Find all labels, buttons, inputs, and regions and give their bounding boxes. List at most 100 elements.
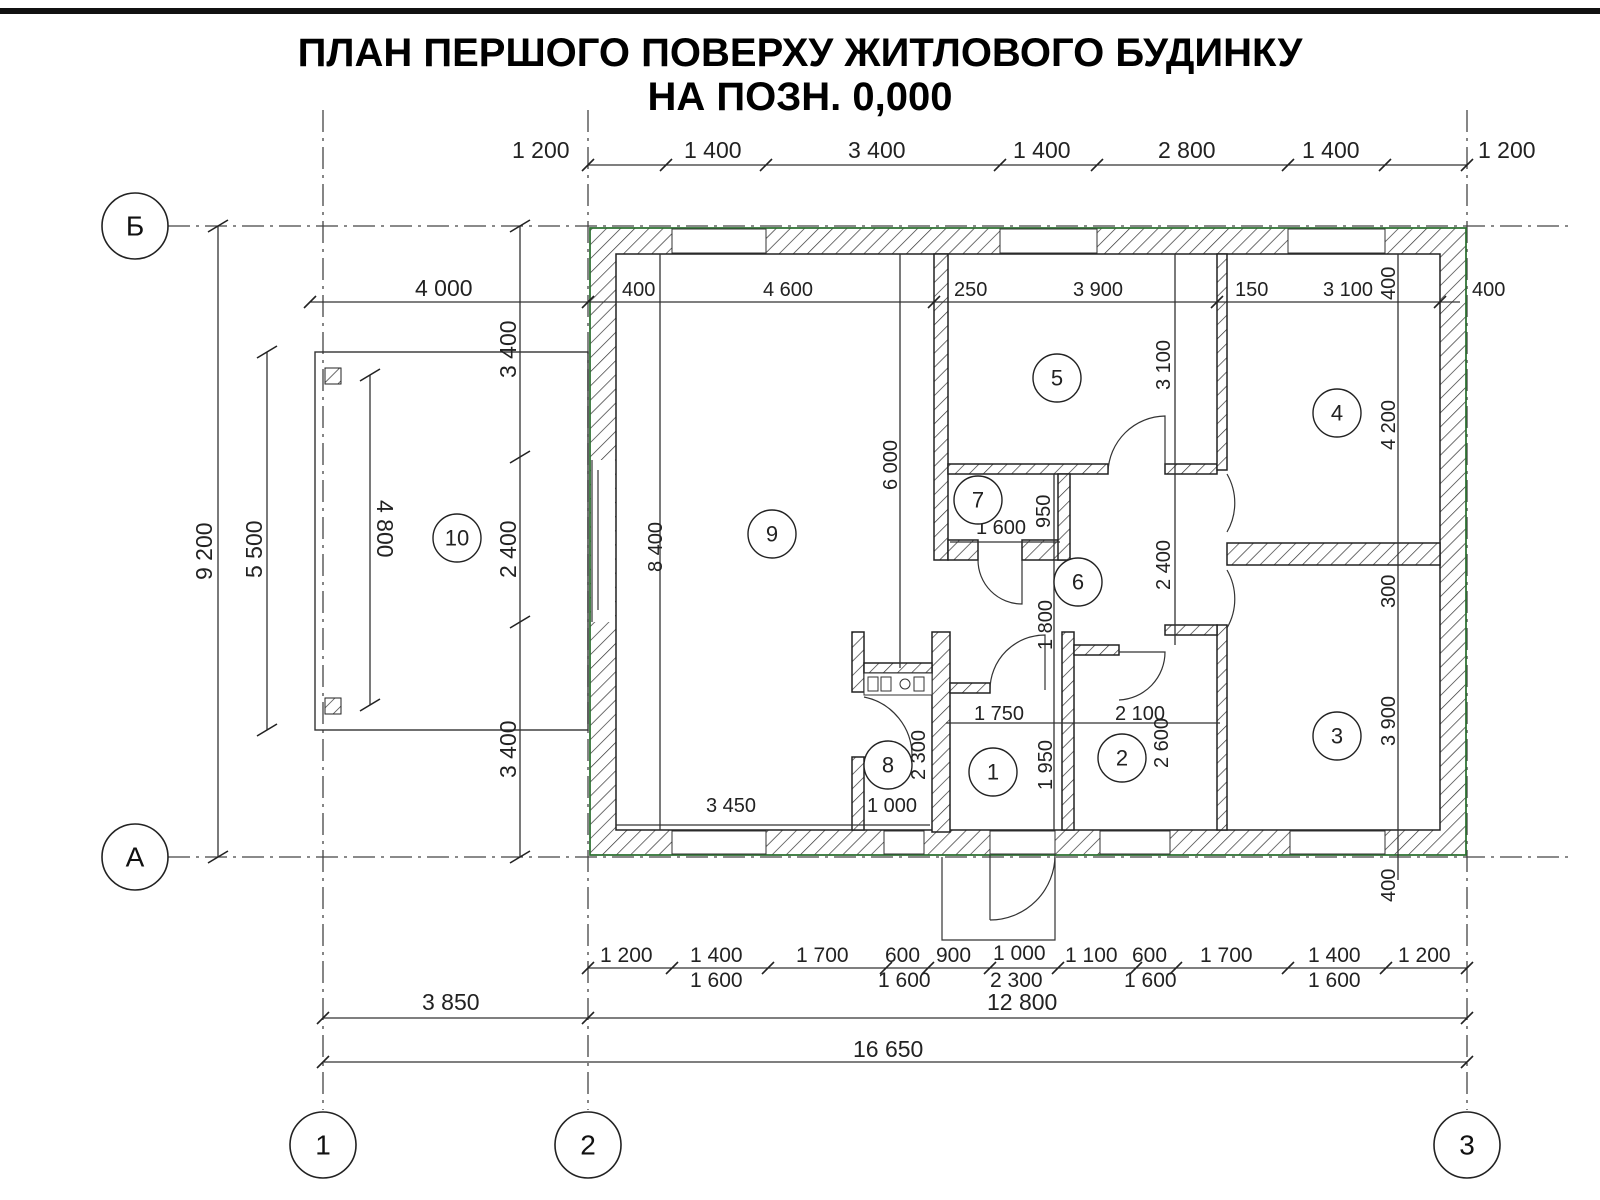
svg-text:12 800: 12 800 <box>987 989 1057 1015</box>
svg-text:1 400: 1 400 <box>1013 137 1071 163</box>
bottom-dimensions: 1 200 1 400 1 700 600 900 1 000 1 100 60… <box>422 942 1451 1062</box>
axis-bubble-b: Б <box>101 192 169 260</box>
room-label-3: 3 <box>1312 711 1362 761</box>
svg-text:3 400: 3 400 <box>495 320 521 378</box>
room-label-6: 6 <box>1053 557 1103 607</box>
room-label-1: 1 <box>968 747 1018 797</box>
svg-text:1 000: 1 000 <box>867 795 917 817</box>
vertical-dimensions: 9 200 5 500 4 800 3 400 2 400 3 400 8 40… <box>191 267 1400 902</box>
svg-text:7: 7 <box>972 488 984 513</box>
svg-text:1 400: 1 400 <box>684 137 742 163</box>
svg-text:А: А <box>126 842 145 873</box>
svg-text:8 400: 8 400 <box>645 522 667 572</box>
room-label-2: 2 <box>1097 733 1147 783</box>
svg-text:2 100: 2 100 <box>1115 703 1165 725</box>
svg-text:3 450: 3 450 <box>706 795 756 817</box>
svg-text:9: 9 <box>766 522 778 547</box>
svg-text:2: 2 <box>580 1130 596 1161</box>
svg-text:2 300: 2 300 <box>908 730 930 780</box>
svg-text:1 400: 1 400 <box>1308 944 1361 967</box>
svg-text:250: 250 <box>954 279 987 301</box>
svg-text:4 600: 4 600 <box>763 279 813 301</box>
grid-axes <box>168 110 1568 1110</box>
doors <box>863 415 1236 941</box>
svg-text:1 200: 1 200 <box>1398 944 1451 967</box>
svg-text:1 800: 1 800 <box>1035 600 1057 650</box>
svg-text:3 400: 3 400 <box>848 137 906 163</box>
title-line-2: НА ПОЗН. 0,000 <box>647 75 952 119</box>
svg-text:400: 400 <box>1378 869 1400 902</box>
svg-text:900: 900 <box>936 944 971 967</box>
svg-text:1 400: 1 400 <box>690 944 743 967</box>
svg-text:1: 1 <box>315 1130 331 1161</box>
svg-text:3 900: 3 900 <box>1073 279 1123 301</box>
svg-text:3: 3 <box>1459 1130 1475 1161</box>
svg-text:3 100: 3 100 <box>1323 279 1373 301</box>
svg-text:2 400: 2 400 <box>1153 540 1175 590</box>
svg-text:3 100: 3 100 <box>1153 340 1175 390</box>
room-label-7: 7 <box>953 475 1003 525</box>
room-label-4: 4 <box>1312 388 1362 438</box>
svg-text:4 200: 4 200 <box>1378 400 1400 450</box>
svg-text:150: 150 <box>1235 279 1268 301</box>
svg-text:1 600: 1 600 <box>878 969 931 992</box>
axis-bubble-2: 2 <box>554 1111 622 1179</box>
svg-text:400: 400 <box>1472 279 1505 301</box>
svg-text:1 600: 1 600 <box>1124 969 1177 992</box>
svg-text:16 650: 16 650 <box>853 1036 923 1062</box>
terrace <box>314 351 589 731</box>
interior-walls <box>851 253 1441 833</box>
title-line-1: ПЛАН ПЕРШОГО ПОВЕРХУ ЖИТЛОВОГО БУДИНКУ <box>298 31 1304 75</box>
svg-text:8: 8 <box>882 753 894 778</box>
svg-text:600: 600 <box>1132 944 1167 967</box>
svg-text:400: 400 <box>622 279 655 301</box>
svg-text:4 000: 4 000 <box>415 275 473 301</box>
svg-text:1: 1 <box>987 760 999 785</box>
axis-bubble-1: 1 <box>289 1111 357 1179</box>
svg-text:1 400: 1 400 <box>1302 137 1360 163</box>
svg-text:2 800: 2 800 <box>1158 137 1216 163</box>
svg-text:2 600: 2 600 <box>1151 718 1173 768</box>
svg-text:Б: Б <box>126 211 144 242</box>
room-label-8: 8 <box>863 740 913 790</box>
room-label-5: 5 <box>1032 353 1082 403</box>
svg-text:10: 10 <box>445 526 469 551</box>
svg-text:1 950: 1 950 <box>1035 740 1057 790</box>
svg-text:4 800: 4 800 <box>372 500 398 558</box>
svg-text:1 700: 1 700 <box>1200 944 1253 967</box>
top-dimensions: 1 200 1 400 3 400 1 400 2 800 1 400 1 20… <box>512 137 1536 163</box>
exterior-walls <box>589 227 1467 856</box>
top-border <box>0 8 1600 14</box>
svg-text:2: 2 <box>1116 746 1128 771</box>
svg-text:3: 3 <box>1331 724 1343 749</box>
svg-text:6 000: 6 000 <box>880 440 902 490</box>
axis-bubble-a: А <box>101 823 169 891</box>
svg-text:400: 400 <box>1378 267 1400 300</box>
svg-text:2 400: 2 400 <box>495 520 521 578</box>
svg-text:3 900: 3 900 <box>1378 696 1400 746</box>
svg-text:1 600: 1 600 <box>1308 969 1361 992</box>
svg-text:1 600: 1 600 <box>690 969 743 992</box>
svg-text:2 300: 2 300 <box>990 969 1043 992</box>
svg-text:4: 4 <box>1331 401 1343 426</box>
svg-text:1 000: 1 000 <box>993 942 1046 965</box>
dimension-lines <box>207 158 1474 1069</box>
svg-text:1 750: 1 750 <box>974 703 1024 725</box>
svg-text:3 400: 3 400 <box>495 720 521 778</box>
svg-text:1 100: 1 100 <box>1065 944 1118 967</box>
svg-text:1 700: 1 700 <box>796 944 849 967</box>
svg-text:1 600: 1 600 <box>976 517 1026 539</box>
room-label-9: 9 <box>747 509 797 559</box>
svg-text:6: 6 <box>1072 570 1084 595</box>
svg-text:1 200: 1 200 <box>512 137 570 163</box>
axis-bubble-3: 3 <box>1433 1111 1501 1179</box>
svg-text:5: 5 <box>1051 366 1063 391</box>
svg-text:600: 600 <box>885 944 920 967</box>
room-label-10: 10 <box>432 513 482 563</box>
interior-dimensions-row: 4 000 400 4 600 250 3 900 150 3 100 400 <box>415 275 1505 301</box>
room-horizontal-dimensions: 1 600 1 750 2 100 3 450 1 000 <box>706 517 1165 817</box>
svg-text:1 200: 1 200 <box>600 944 653 967</box>
svg-text:300: 300 <box>1378 575 1400 608</box>
svg-text:950: 950 <box>1033 495 1055 528</box>
svg-text:1 200: 1 200 <box>1478 137 1536 163</box>
